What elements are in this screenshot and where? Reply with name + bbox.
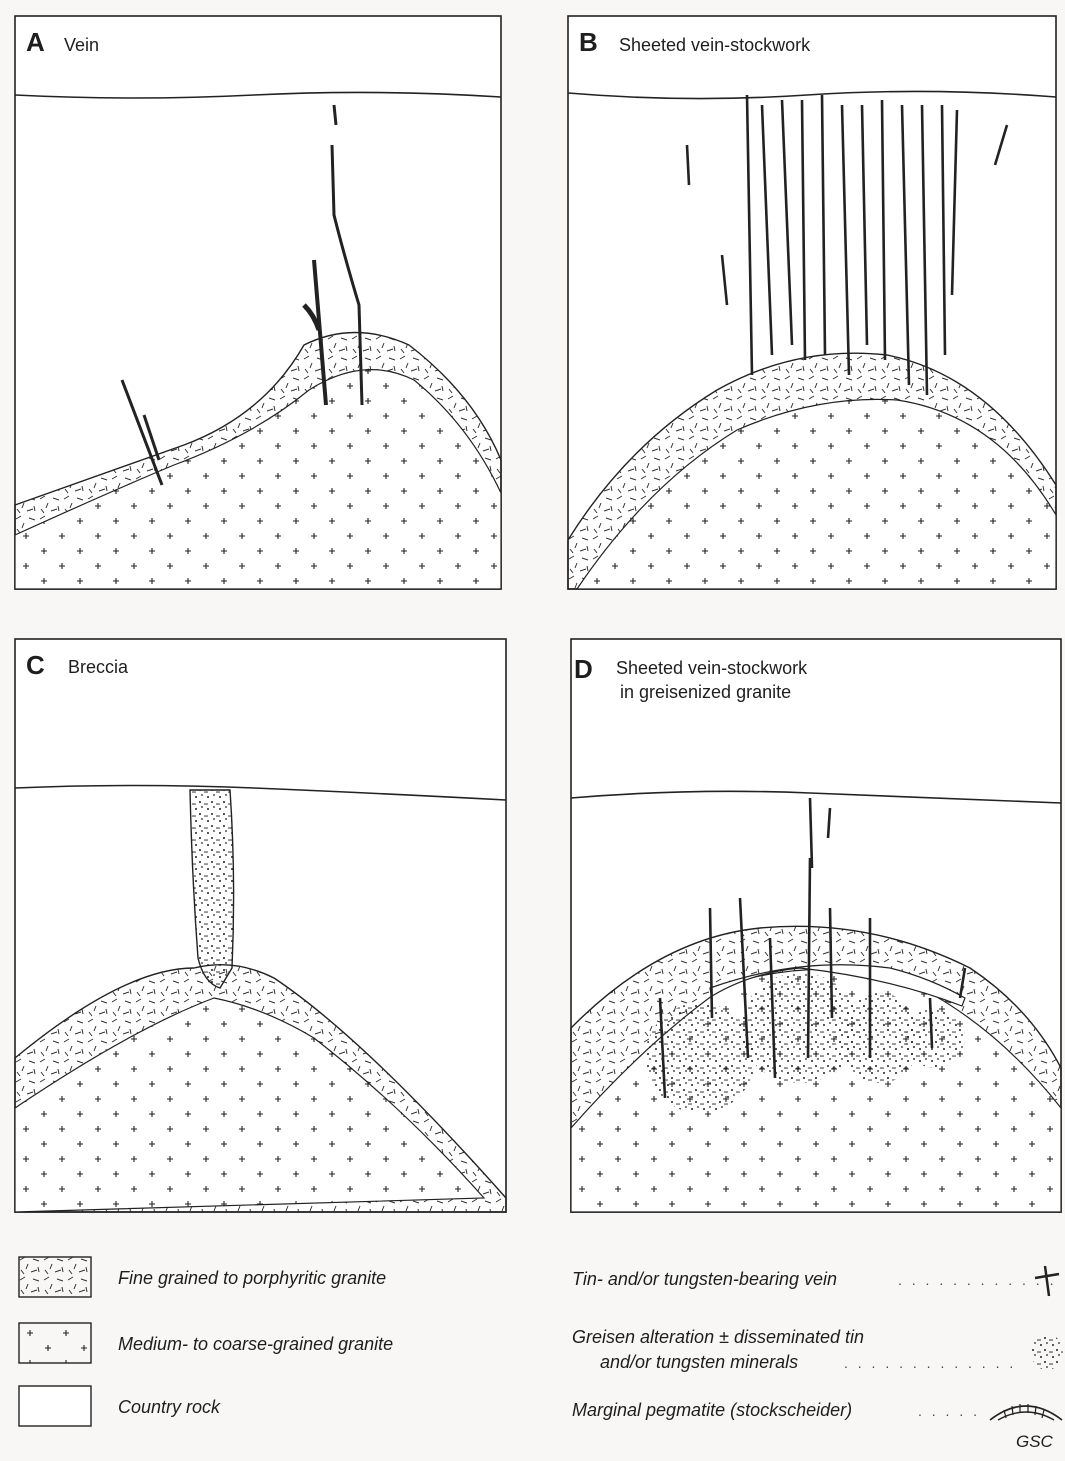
panel-letter: C: [26, 650, 45, 681]
legend-label: Greisen alteration ± disseminated tin: [572, 1325, 864, 1349]
legend-label: and/or tungsten minerals: [600, 1350, 798, 1374]
country-rock-swatch: [18, 1385, 92, 1427]
panel-b-diagram: [567, 15, 1057, 590]
leader-dots: . . . . .: [918, 1403, 980, 1419]
greisen-zone: [905, 1008, 965, 1068]
panel-title: Breccia: [68, 655, 128, 679]
panel-c-diagram: [14, 638, 507, 1213]
panel-d: D Sheeted vein-stockwork in greisenized …: [570, 638, 1062, 1213]
pegmatite-symbol: [988, 1396, 1064, 1424]
panel-title: Sheeted vein-stockwork: [619, 33, 810, 57]
legend-label: Tin- and/or tungsten-bearing vein: [572, 1267, 837, 1291]
legend-label: Fine grained to porphyritic granite: [118, 1266, 386, 1290]
panel-title: Vein: [64, 33, 99, 57]
panel-letter: A: [26, 27, 45, 58]
panel-c: C Breccia: [14, 638, 507, 1213]
vein-symbol: [1027, 1262, 1065, 1298]
credit-label: GSC: [1016, 1432, 1053, 1452]
panel-b: B Sheeted vein-stockwork: [567, 15, 1057, 590]
coarse-granite-swatch: [18, 1322, 92, 1364]
panel-letter: D: [574, 654, 593, 685]
panel-d-diagram: [570, 638, 1062, 1213]
panel-a: A Vein: [14, 15, 502, 590]
fine-granite-swatch: [18, 1256, 92, 1298]
panel-title: Sheeted vein-stockwork: [616, 656, 807, 680]
panel-title: in greisenized granite: [620, 680, 791, 704]
panel-a-diagram: [14, 15, 502, 590]
greisen-symbol: [1027, 1330, 1065, 1374]
legend-label: Country rock: [118, 1395, 220, 1419]
legend-label: Marginal pegmatite (stockscheider): [572, 1398, 852, 1422]
panel-letter: B: [579, 27, 598, 58]
leader-dots: . . . . . . . . . . . . .: [844, 1355, 1016, 1371]
legend-label: Medium- to coarse-grained granite: [118, 1332, 393, 1356]
